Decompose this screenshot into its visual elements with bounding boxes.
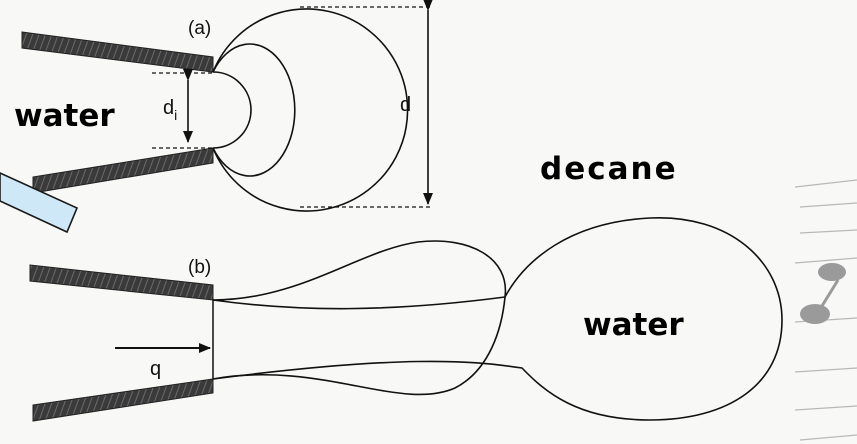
necking-contour-2	[212, 217, 783, 421]
nozzle-lower-wall-a	[32, 147, 214, 194]
background-blobs	[800, 263, 846, 324]
nozzle-upper-wall-b	[29, 264, 214, 301]
water-label-b: water	[583, 307, 684, 343]
outer-fluid-label: decane	[540, 151, 678, 187]
nozzle-upper-wall-a	[21, 31, 214, 73]
panel-b: (b) q water	[29, 217, 783, 422]
drop-contour-small	[212, 71, 252, 149]
necking-contour-1	[212, 240, 507, 396]
water-label-a: water	[14, 98, 115, 134]
panel-b-label: (b)	[188, 257, 211, 278]
nozzle-lower-wall-b	[32, 378, 214, 422]
panel-a: (a) di d water	[14, 0, 433, 212]
flow-label: q	[150, 358, 161, 380]
inner-diameter-label: di	[163, 97, 177, 123]
drop-contour-medium	[212, 43, 296, 177]
overlay-tube	[0, 172, 79, 234]
drop-contour-large	[212, 8, 409, 212]
drop-diameter-label: d	[400, 94, 411, 116]
panel-a-label: (a)	[188, 18, 211, 39]
